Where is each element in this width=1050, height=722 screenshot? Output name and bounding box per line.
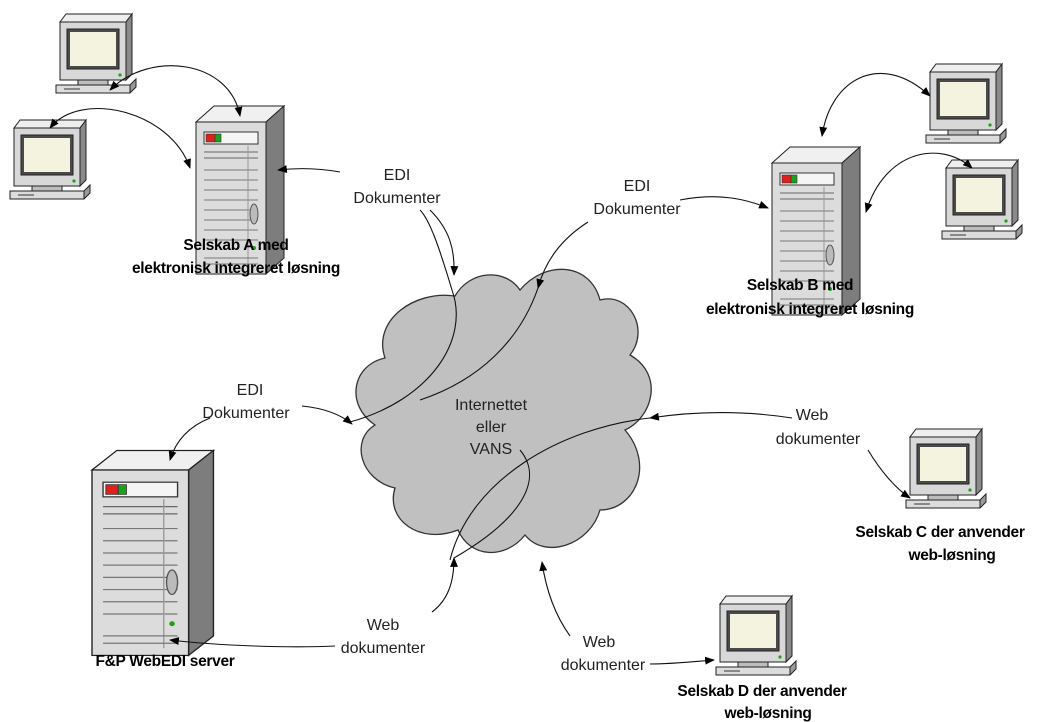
network-cloud	[355, 268, 652, 554]
cloud-label-line3: VANS	[470, 441, 512, 458]
link-web-d-pc-d	[649, 656, 715, 665]
web-d-label-line2: dokumenter	[561, 657, 646, 674]
link-web-server-webedi	[169, 637, 336, 648]
pc-c-icon	[905, 428, 987, 509]
link-pc-a2-server-a	[49, 108, 191, 169]
link-edi-a-arrow-cloud	[429, 209, 459, 276]
link-edi-b-cloud	[536, 221, 589, 289]
link-edi-a-cloud	[349, 209, 457, 423]
company-b-caption-line2: elektronisk integreret løsning	[706, 301, 914, 318]
company-c-caption-line2: web-løsning	[907, 547, 995, 564]
company-c-caption-line1: Selskab C der anvender	[855, 524, 1024, 541]
web-server-label-line1: Web	[367, 617, 400, 634]
company-d-caption-line1: Selskab D der anvender	[677, 683, 846, 700]
company-a-caption-line1: Selskab A med	[183, 237, 288, 254]
link-web-c-pc-c	[867, 449, 911, 499]
link-edi-b-server-b	[679, 196, 769, 209]
link-pc-b2-server-b	[864, 152, 973, 213]
edi-b-label-line1: EDI	[624, 178, 651, 195]
link-pc-b1-server-b	[819, 72, 931, 137]
edi-b-label-line2: Dokumenter	[593, 201, 681, 218]
webedi-server-caption: F&P WebEDI server	[95, 653, 234, 670]
link-web-server-cloud	[431, 557, 458, 613]
link-web-d-cloud	[539, 561, 571, 637]
web-c-label-line2: dokumenter	[776, 431, 861, 448]
edi-a-label-line2: Dokumenter	[353, 190, 441, 207]
link-cloud-web-server-tail	[453, 449, 530, 559]
link-web-c-cloud	[649, 412, 793, 421]
link-edi-server-a	[277, 165, 341, 173]
pc-d-icon	[715, 595, 797, 676]
link-cloud-edi-b-tail	[419, 287, 539, 401]
web-c-label-line1: Web	[796, 407, 829, 424]
webedi-server-icon	[91, 449, 215, 657]
edi-server-label-line1: EDI	[237, 382, 264, 399]
edi-a-label-line1: EDI	[384, 167, 411, 184]
cloud-label-line1: Internettet	[455, 397, 528, 414]
link-cloud-web-c-tail	[449, 417, 651, 561]
web-d-label-line1: Web	[583, 634, 616, 651]
cloud-label-line2: eller	[476, 419, 507, 436]
company-d-caption-line2: web-løsning	[723, 705, 811, 722]
pc-a1-icon	[55, 13, 137, 94]
company-b-caption-line1: Selskab B med	[747, 277, 853, 294]
company-a-caption-line2: elektronisk integreret løsning	[132, 260, 340, 277]
pc-a2-icon	[9, 119, 91, 200]
pc-b1-icon	[925, 63, 1007, 144]
link-pc-a1-server-a	[109, 65, 243, 117]
link-edi-cloud-left	[301, 405, 353, 425]
pc-b2-icon	[941, 159, 1023, 240]
edi-server-label-line2: Dokumenter	[202, 405, 290, 422]
link-edi-server-webedi	[168, 417, 211, 461]
web-server-label-line2: dokumenter	[341, 640, 426, 657]
